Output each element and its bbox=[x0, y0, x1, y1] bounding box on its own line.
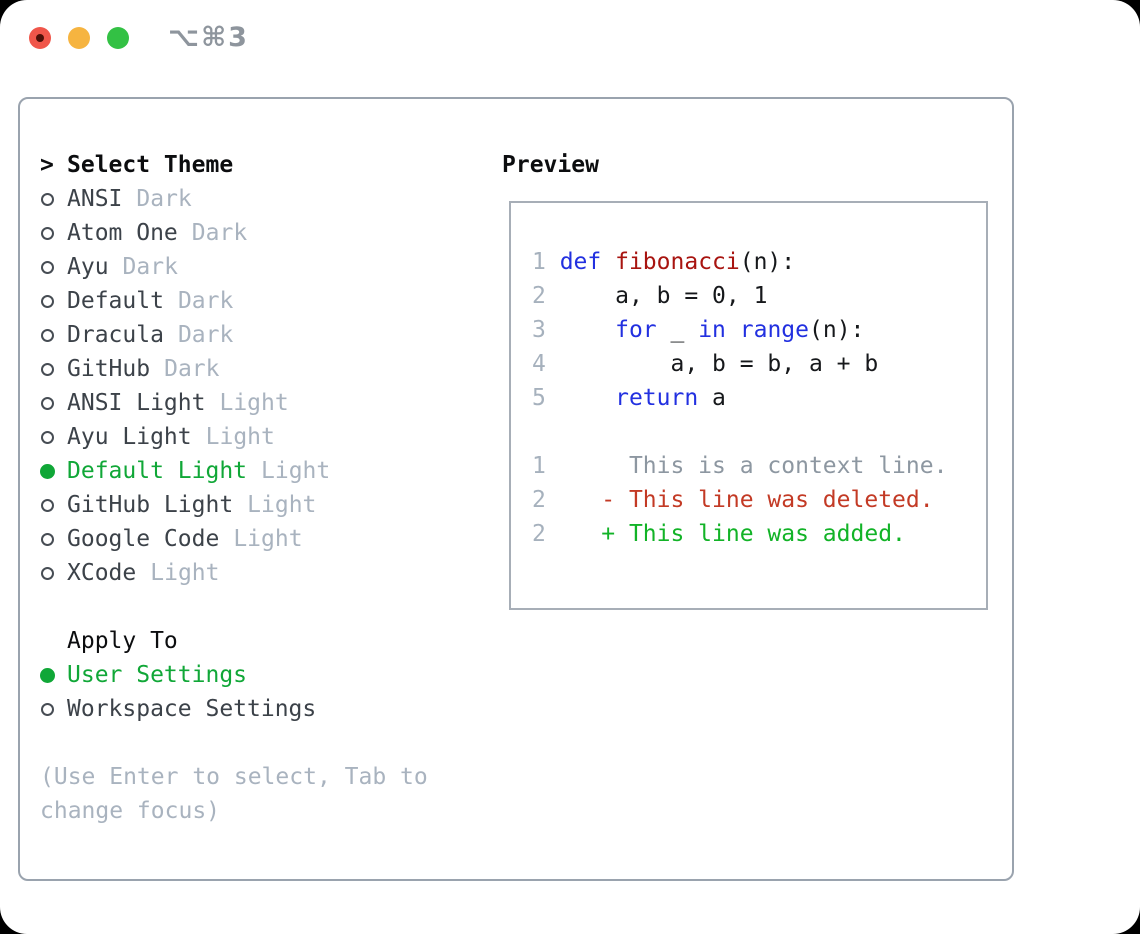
theme-label: Atom One bbox=[67, 220, 178, 246]
code-line: 2 a, b = 0, 1 bbox=[532, 283, 768, 309]
theme-variant-tag: Light bbox=[233, 526, 303, 552]
theme-option-ayu-light[interactable]: Ayu Light Light bbox=[40, 420, 490, 454]
code-line: 4 a, b = b, a + b bbox=[532, 351, 879, 377]
radio-unselected-icon bbox=[41, 396, 54, 410]
apply-to-title: Apply To bbox=[67, 628, 178, 654]
radio-unselected-icon bbox=[41, 498, 54, 512]
radio-selected-icon bbox=[40, 463, 55, 479]
select-theme-header: > Select Theme bbox=[40, 148, 490, 182]
preview-title: Preview bbox=[502, 152, 599, 178]
theme-option-github[interactable]: GitHub Dark bbox=[40, 352, 490, 386]
theme-variant-tag: Light bbox=[261, 458, 331, 484]
code-line bbox=[532, 415, 986, 449]
radio-unselected-icon bbox=[41, 566, 54, 580]
theme-option-dracula[interactable]: Dracula Dark bbox=[40, 318, 490, 352]
theme-label: ANSI bbox=[67, 186, 123, 212]
code-line: 2 - This line was deleted. bbox=[532, 487, 934, 513]
preview-code: 1 def fibonacci(n): 2 a, b = 0, 1 3 for _ … bbox=[511, 203, 986, 551]
theme-variant-tag: Light bbox=[205, 424, 275, 450]
radio-unselected-icon bbox=[41, 430, 54, 444]
theme-label: Ayu bbox=[67, 254, 109, 280]
theme-label: Dracula bbox=[67, 322, 164, 348]
theme-variant-tag: Dark bbox=[177, 322, 234, 348]
theme-label: Google Code bbox=[67, 526, 220, 552]
radio-selected-icon bbox=[40, 667, 55, 683]
theme-option-default[interactable]: Default Dark bbox=[40, 284, 490, 318]
minimize-button[interactable] bbox=[68, 27, 90, 49]
code-line: 1 This is a context line. bbox=[532, 453, 948, 479]
zoom-button[interactable] bbox=[107, 27, 129, 49]
theme-label: GitHub bbox=[67, 356, 151, 382]
code-line: 1 def fibonacci(n): bbox=[532, 249, 796, 275]
theme-option-atom-one[interactable]: Atom One Dark bbox=[40, 216, 490, 250]
theme-variant-tag: Dark bbox=[136, 186, 192, 212]
select-theme-title: Select Theme bbox=[67, 152, 234, 178]
theme-option-default-light[interactable]: Default Light Light bbox=[40, 454, 490, 488]
theme-label: XCode bbox=[67, 560, 137, 586]
help-text: (Use Enter to select, Tab to change focu… bbox=[40, 764, 428, 824]
code-line: 2 + This line was added. bbox=[532, 521, 906, 547]
theme-option-google-code[interactable]: Google Code Light bbox=[40, 522, 490, 556]
theme-variant-tag: Dark bbox=[177, 288, 234, 314]
theme-option-ansi[interactable]: ANSI Dark bbox=[40, 182, 490, 216]
theme-option-xcode[interactable]: XCode Light bbox=[40, 556, 490, 590]
preview-box: 1 def fibonacci(n): 2 a, b = 0, 1 3 for _ … bbox=[509, 201, 988, 610]
focus-caret-icon: > bbox=[40, 152, 54, 178]
theme-option-ayu[interactable]: Ayu Dark bbox=[40, 250, 490, 284]
theme-label: GitHub Light bbox=[67, 492, 234, 518]
radio-unselected-icon bbox=[41, 702, 54, 716]
radio-unselected-icon bbox=[41, 192, 54, 206]
focus-dot-icon bbox=[36, 34, 44, 42]
radio-unselected-icon bbox=[41, 294, 54, 308]
apply-to-option-workspace-settings[interactable]: Workspace Settings bbox=[40, 692, 490, 726]
theme-variant-tag: Light bbox=[219, 390, 289, 416]
theme-label: Default Light bbox=[67, 458, 248, 484]
spacer bbox=[40, 726, 490, 760]
code-line: 3 for _ in range(n): bbox=[532, 317, 865, 343]
apply-to-label: User Settings bbox=[67, 662, 248, 688]
radio-unselected-icon bbox=[41, 260, 54, 274]
spacer bbox=[40, 590, 490, 624]
theme-variant-tag: Dark bbox=[191, 220, 248, 246]
apply-to-option-user-settings[interactable]: User Settings bbox=[40, 658, 490, 692]
theme-label: Default bbox=[67, 288, 164, 314]
theme-variant-tag: Light bbox=[247, 492, 317, 518]
apply-to-label: Workspace Settings bbox=[67, 696, 317, 722]
titlebar: ⌥⌘3 bbox=[0, 0, 1140, 76]
radio-unselected-icon bbox=[41, 362, 54, 376]
apply-to-header: Apply To bbox=[40, 624, 490, 658]
theme-option-github-light[interactable]: GitHub Light Light bbox=[40, 488, 490, 522]
theme-label: Ayu Light bbox=[67, 424, 192, 450]
radio-unselected-icon bbox=[41, 532, 54, 546]
theme-variant-tag: Dark bbox=[164, 356, 220, 382]
close-button[interactable] bbox=[29, 27, 51, 49]
code-line: 5 return a bbox=[532, 385, 726, 411]
theme-variant-tag: Light bbox=[150, 560, 220, 586]
theme-option-ansi-light[interactable]: ANSI Light Light bbox=[40, 386, 490, 420]
theme-label: ANSI Light bbox=[67, 390, 206, 416]
theme-variant-tag: Dark bbox=[122, 254, 178, 280]
radio-unselected-icon bbox=[41, 226, 54, 240]
window-title: ⌥⌘3 bbox=[168, 22, 249, 53]
radio-unselected-icon bbox=[41, 328, 54, 342]
